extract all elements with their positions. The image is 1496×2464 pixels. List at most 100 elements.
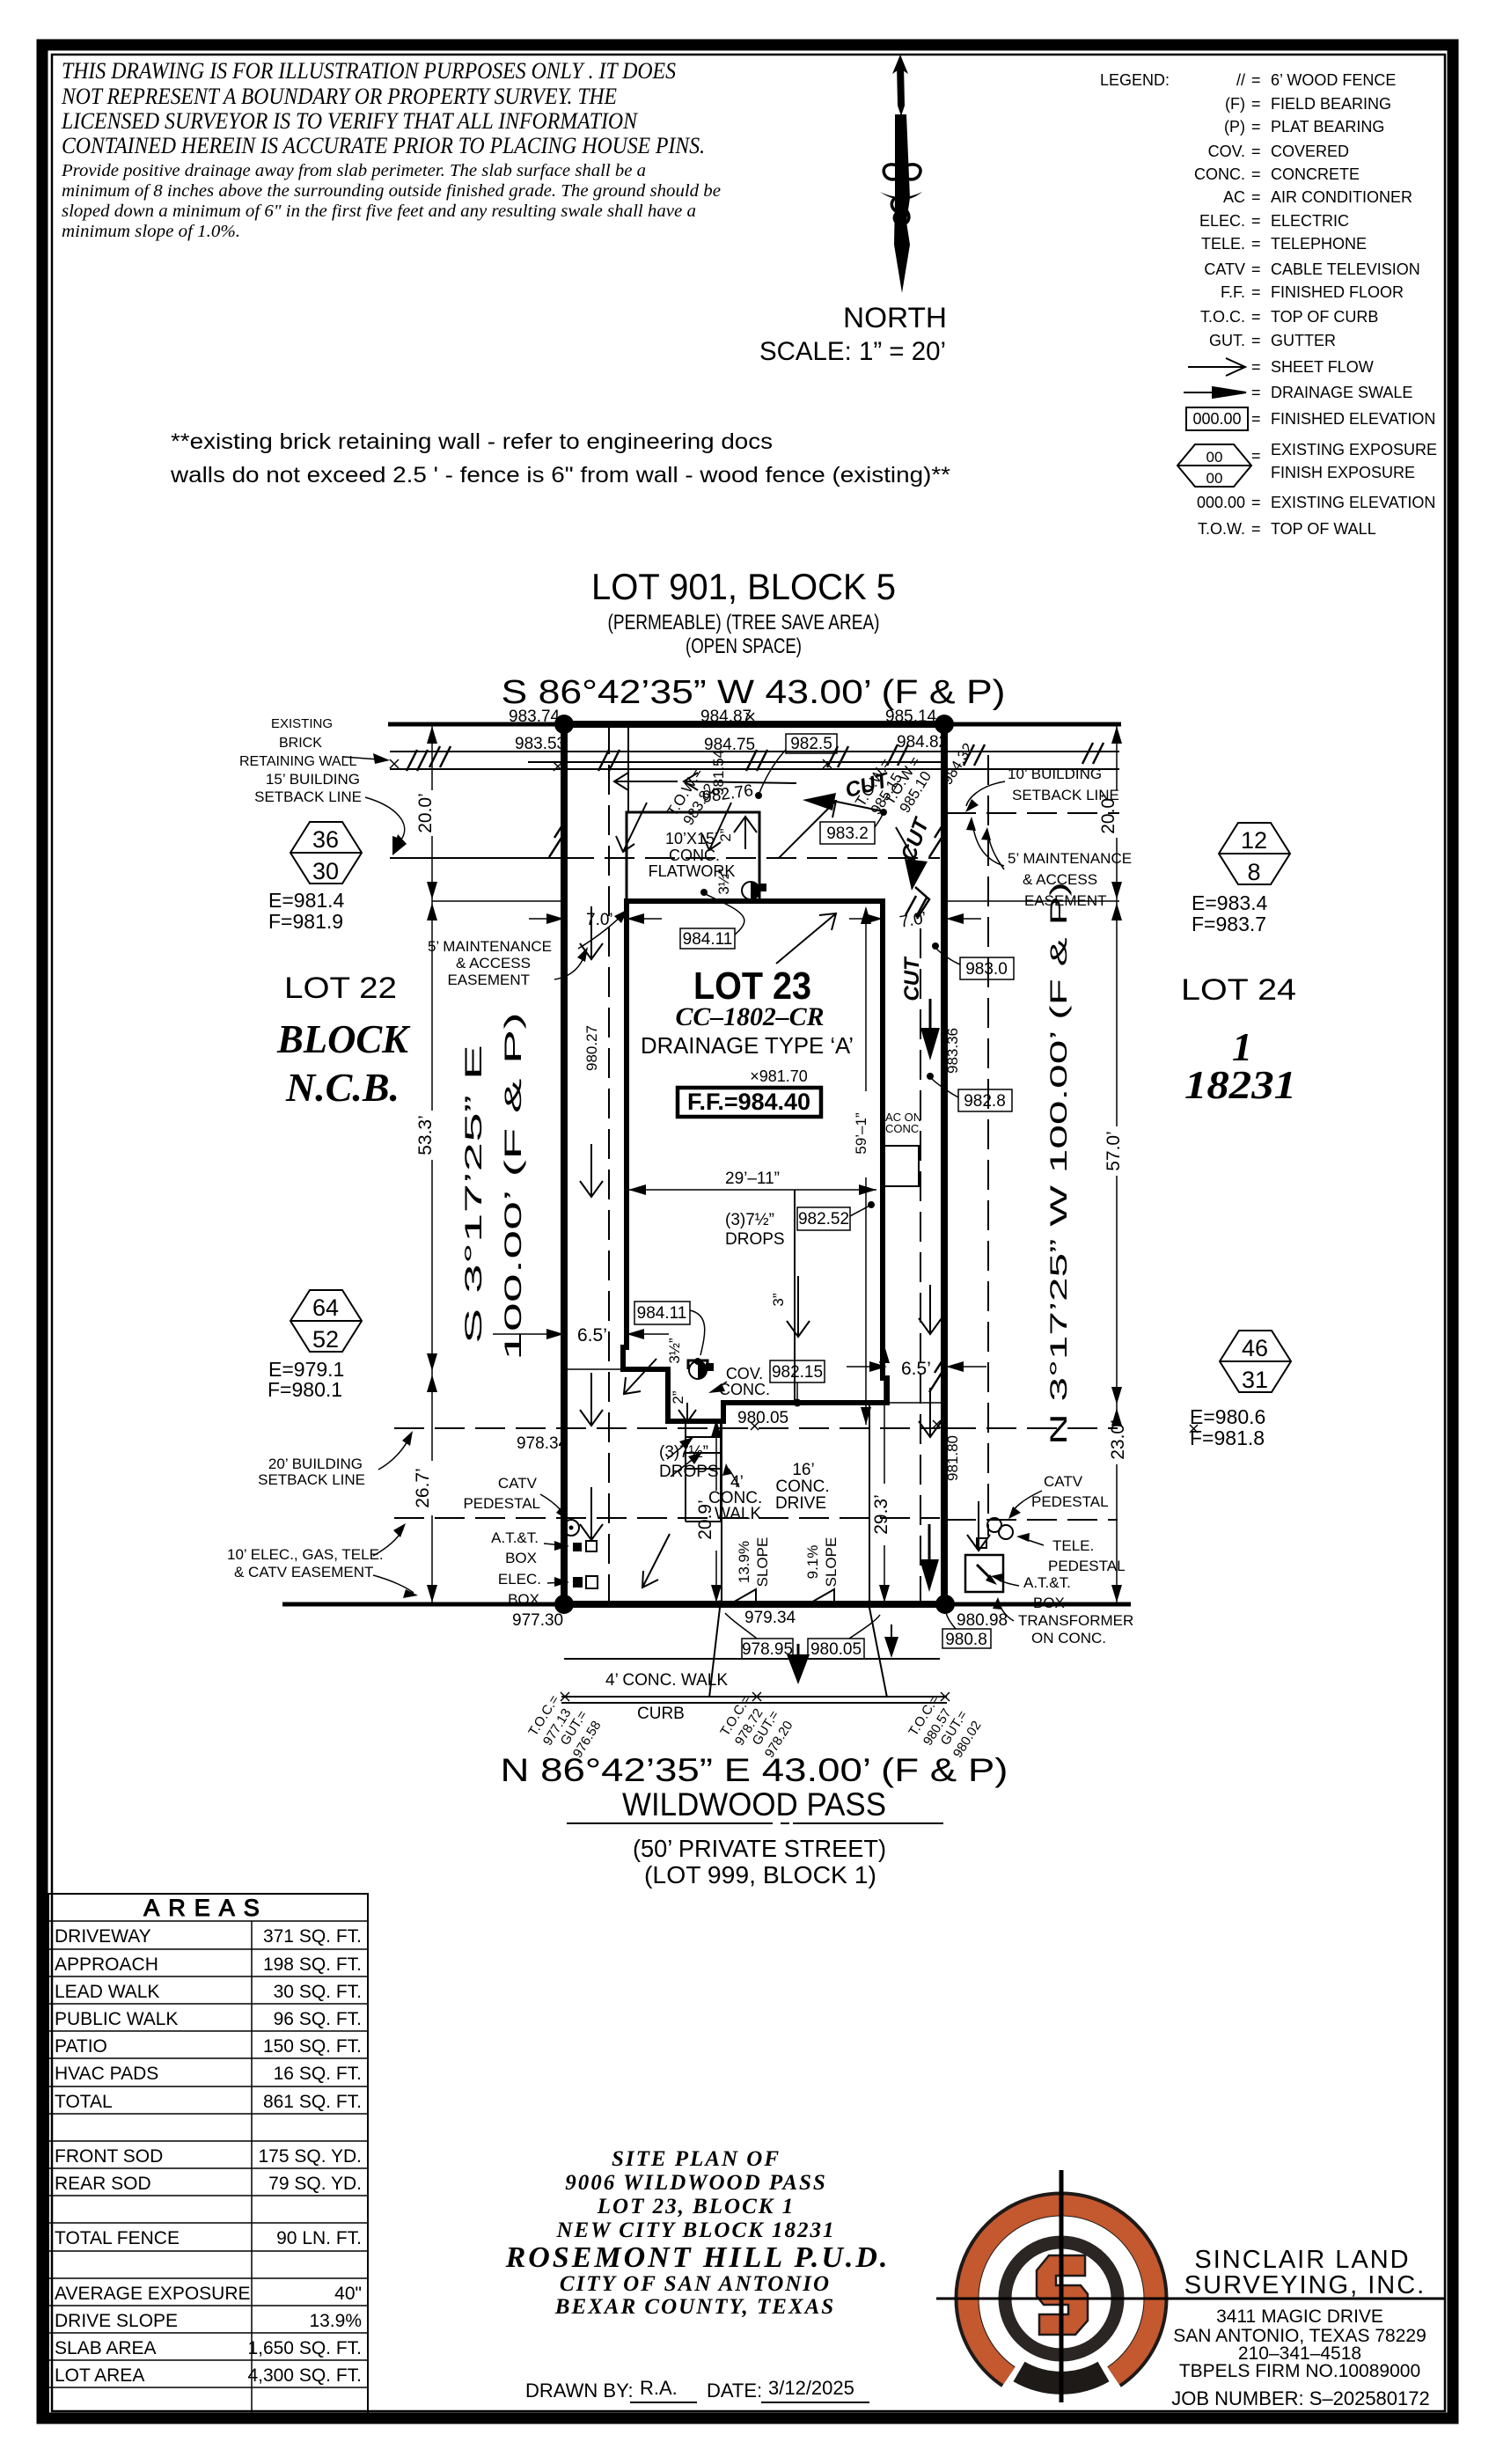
svg-text:DROPS: DROPS xyxy=(725,1230,785,1249)
svg-text:PLAT BEARING: PLAT BEARING xyxy=(1271,118,1384,136)
svg-text:983.53: 983.53 xyxy=(515,735,566,753)
svg-text:EXISTING ELEVATION: EXISTING ELEVATION xyxy=(1271,494,1435,511)
svg-text:9006 WILDWOOD PASS: 9006 WILDWOOD PASS xyxy=(565,2171,827,2195)
svg-text:ELEC.: ELEC. xyxy=(498,1571,541,1588)
svg-text:978.34: 978.34 xyxy=(517,1434,568,1453)
svg-text:982.5: 982.5 xyxy=(790,735,832,753)
svg-text:GUTTER: GUTTER xyxy=(1271,332,1336,349)
svg-text:29.3’: 29.3’ xyxy=(871,1494,891,1535)
svg-text:CATV: CATV xyxy=(1044,1473,1083,1490)
svg-text:A.T.&T.: A.T.&T. xyxy=(491,1529,539,1546)
svg-text:ROSEMONT HILL P.U.D.: ROSEMONT HILL P.U.D. xyxy=(505,2241,891,2274)
svg-text:36: 36 xyxy=(312,826,339,853)
svg-text:1: 1 xyxy=(1232,1024,1252,1069)
svg-text:1,650 SQ. FT.: 1,650 SQ. FT. xyxy=(247,2338,362,2358)
svg-text:=: = xyxy=(1251,212,1261,230)
svg-text:CONC.: CONC. xyxy=(669,847,720,864)
svg-text:20.9’: 20.9’ xyxy=(695,1500,715,1540)
svg-text:983.2: 983.2 xyxy=(826,825,869,843)
svg-text:SHEET FLOW: SHEET FLOW xyxy=(1271,358,1374,376)
svg-text:3411 MAGIC DRIVE: 3411 MAGIC DRIVE xyxy=(1216,2306,1383,2327)
svg-text:198 SQ. FT.: 198 SQ. FT. xyxy=(263,1954,362,1975)
svg-text:90 LN. FT.: 90 LN. FT. xyxy=(276,2228,362,2248)
svg-text:PUBLIC WALK: PUBLIC WALK xyxy=(55,2009,178,2029)
svg-text:=: = xyxy=(1251,118,1261,136)
svg-text:COV.: COV. xyxy=(726,1365,763,1382)
svg-text:(P): (P) xyxy=(1224,118,1245,136)
svg-text:=: = xyxy=(1251,71,1261,89)
svg-text:=: = xyxy=(1251,494,1261,511)
svg-text:SURVEYING, INC.: SURVEYING, INC. xyxy=(1184,2271,1426,2299)
svg-text:20’ BUILDING: 20’ BUILDING xyxy=(268,1456,363,1472)
svg-text:984.11: 984.11 xyxy=(637,1304,687,1323)
svg-text:TOP OF WALL: TOP OF WALL xyxy=(1271,520,1376,538)
svg-text:(OPEN SPACE): (OPEN SPACE) xyxy=(686,634,802,658)
svg-text:980.8: 980.8 xyxy=(945,1631,987,1649)
svg-text:ELEC.: ELEC. xyxy=(1199,212,1245,230)
svg-text:JOB NUMBER: S–202580172: JOB NUMBER: S–202580172 xyxy=(1171,2387,1430,2409)
svg-text:DRAINAGE SWALE: DRAINAGE SWALE xyxy=(1271,384,1412,401)
svg-text:E=981.4: E=981.4 xyxy=(268,889,345,912)
svg-text:TOP OF CURB: TOP OF CURB xyxy=(1271,308,1378,326)
svg-text:LEAD WALK: LEAD WALK xyxy=(55,1982,159,2002)
svg-text:HVAC PADS: HVAC PADS xyxy=(55,2064,158,2084)
svg-text:TELEPHONE: TELEPHONE xyxy=(1271,235,1367,253)
svg-text:BOX: BOX xyxy=(508,1591,539,1608)
svg-text:59’–1”: 59’–1” xyxy=(853,1112,869,1155)
svg-text:REAR SOD: REAR SOD xyxy=(55,2174,151,2194)
svg-text:LOT 22: LOT 22 xyxy=(284,972,397,1005)
svg-text:7.0’: 7.0’ xyxy=(586,911,613,929)
svg-text:SLOPE: SLOPE xyxy=(754,1537,771,1588)
svg-text:53.3’: 53.3’ xyxy=(415,1115,436,1155)
svg-text:GUT.: GUT. xyxy=(1209,332,1245,349)
svg-text:18231: 18231 xyxy=(1184,1062,1296,1107)
svg-text:E=980.6: E=980.6 xyxy=(1190,1405,1265,1428)
svg-text:978.95: 978.95 xyxy=(742,1640,793,1659)
svg-text:AIR CONDITIONER: AIR CONDITIONER xyxy=(1271,188,1412,206)
svg-text:6.5’: 6.5’ xyxy=(901,1359,931,1379)
svg-text:T.O.C.: T.O.C. xyxy=(1200,308,1245,326)
svg-text:175 SQ. YD.: 175 SQ. YD. xyxy=(258,2146,362,2167)
svg-text:977.30: 977.30 xyxy=(512,1611,563,1630)
svg-text:sloped down a minimum of 6" in: sloped down a minimum of 6" in the first… xyxy=(62,202,696,221)
svg-text:SAN ANTONIO, TEXAS 78229: SAN ANTONIO, TEXAS 78229 xyxy=(1173,2326,1426,2346)
svg-text:29’–11”: 29’–11” xyxy=(725,1170,780,1188)
svg-text:walls do not exceed 2.5 ' - f: walls do not exceed 2.5 ' - fence is 6" … xyxy=(170,463,950,488)
svg-text:4’ CONC. WALK: 4’ CONC. WALK xyxy=(605,1671,728,1690)
svg-text:=: = xyxy=(1251,520,1261,538)
svg-text:CONTAINED HEREIN IS ACCURATE P: CONTAINED HEREIN IS ACCURATE PRIOR TO PL… xyxy=(62,133,705,158)
svg-text:15’ BUILDING: 15’ BUILDING xyxy=(266,771,360,788)
svg-text:LOT 901, BLOCK 5: LOT 901, BLOCK 5 xyxy=(591,566,896,607)
svg-text:5’ MAINTENANCE: 5’ MAINTENANCE xyxy=(428,938,552,955)
svg-text:NORTH: NORTH xyxy=(843,302,947,334)
svg-text:**existing brick retaining wal: **existing brick retaining wall - refer … xyxy=(171,429,773,454)
svg-text:20.0’: 20.0’ xyxy=(415,793,436,833)
svg-text:EASEMENT: EASEMENT xyxy=(447,972,530,988)
svg-text:CUT: CUT xyxy=(900,956,924,1001)
svg-text:BRICK: BRICK xyxy=(279,736,322,751)
svg-text:000.00: 000.00 xyxy=(1197,494,1245,511)
svg-text:T.O.W.: T.O.W. xyxy=(1198,520,1245,538)
svg-text:=: = xyxy=(1251,358,1261,376)
svg-text:WILDWOOD PASS: WILDWOOD PASS xyxy=(622,1786,886,1822)
svg-text:CONCRETE: CONCRETE xyxy=(1271,165,1360,183)
svg-text:=: = xyxy=(1251,447,1261,465)
svg-text:SINCLAIR LAND: SINCLAIR LAND xyxy=(1194,2246,1410,2274)
svg-text:PEDESTAL: PEDESTAL xyxy=(463,1495,540,1512)
svg-text:982.15: 982.15 xyxy=(772,1363,823,1382)
svg-text:79 SQ. YD.: 79 SQ. YD. xyxy=(268,2174,362,2194)
svg-text:CONC.: CONC. xyxy=(775,1478,829,1496)
svg-text:DATE:: DATE: xyxy=(707,2380,762,2402)
svg-text:100.00’ (F & P): 100.00’ (F & P) xyxy=(500,1012,526,1360)
svg-text:983.36: 983.36 xyxy=(944,1028,961,1074)
svg-text:EASEMENT: EASEMENT xyxy=(1024,892,1107,909)
svg-text:52: 52 xyxy=(312,1326,339,1353)
svg-text:2”: 2” xyxy=(670,1390,686,1404)
svg-text:minimum slope of 1.0%.: minimum slope of 1.0%. xyxy=(62,223,240,241)
svg-text:984.82: 984.82 xyxy=(897,733,948,752)
svg-text:TOTAL: TOTAL xyxy=(55,2092,113,2112)
svg-text:LEGEND:: LEGEND: xyxy=(1100,71,1170,89)
svg-text:COVERED: COVERED xyxy=(1271,143,1349,160)
svg-text:ON CONC.: ON CONC. xyxy=(1031,1630,1106,1646)
svg-text:A.T.&T.: A.T.&T. xyxy=(1023,1574,1071,1591)
